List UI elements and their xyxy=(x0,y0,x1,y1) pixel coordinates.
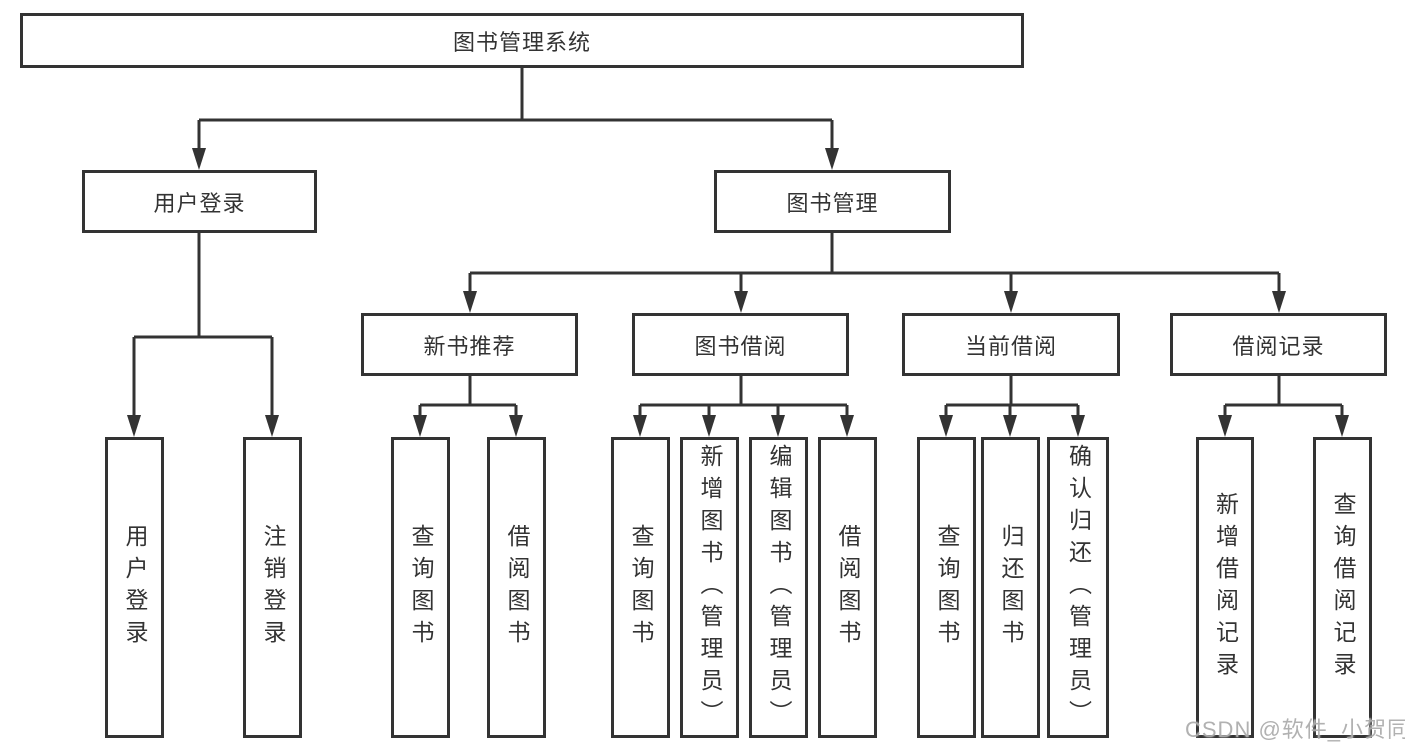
node-new-book-recommendation: 新书推荐 xyxy=(361,313,578,376)
node-leaf-edit-books-admin: 编辑图书（管理员） xyxy=(749,437,808,738)
node-borrowing-records: 借阅记录 xyxy=(1170,313,1387,376)
node-leaf-add-books-admin: 新增图书（管理员） xyxy=(680,437,739,738)
node-leaf-user-login: 用户登录 xyxy=(105,437,164,738)
node-leaf-return-books: 归还图书 xyxy=(981,437,1040,738)
node-leaf-borrow-books-recommend: 借阅图书 xyxy=(487,437,546,738)
node-current-borrowing: 当前借阅 xyxy=(902,313,1120,376)
node-book-borrowing: 图书借阅 xyxy=(632,313,849,376)
node-book-management: 图书管理 xyxy=(714,170,951,233)
node-user-login: 用户登录 xyxy=(82,170,317,233)
node-leaf-query-books-borrowing: 查询图书 xyxy=(611,437,670,738)
node-leaf-borrow-books: 借阅图书 xyxy=(818,437,877,738)
node-leaf-confirm-return-admin: 确认归还（管理员） xyxy=(1047,437,1109,738)
node-leaf-add-borrow-record: 新增借阅记录 xyxy=(1196,437,1254,738)
node-leaf-query-borrow-record: 查询借阅记录 xyxy=(1313,437,1372,738)
node-leaf-logout: 注销登录 xyxy=(243,437,302,738)
node-library-management-system: 图书管理系统 xyxy=(20,13,1024,68)
node-leaf-query-books-recommend: 查询图书 xyxy=(391,437,450,738)
node-leaf-query-books-current: 查询图书 xyxy=(917,437,976,738)
csdn-watermark: CSDN @软件_小贺同学 xyxy=(1185,717,1405,742)
